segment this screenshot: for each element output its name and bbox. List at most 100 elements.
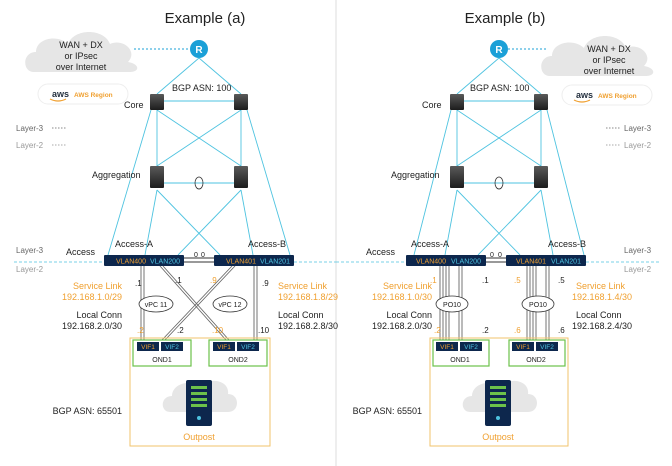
aggregation-label: Aggregation <box>92 170 141 180</box>
router-label: R <box>195 45 203 56</box>
access-b-vlan-1: VLAN401 <box>516 259 546 266</box>
ond2-vif2-label: VIF2 <box>241 344 255 351</box>
agg-switch-left <box>150 166 164 188</box>
ip-top-3: .5 <box>514 276 521 285</box>
aggregation-label: Aggregation <box>391 170 440 180</box>
local-conn-right-title: Local Conn <box>576 310 622 320</box>
ip-bottom-3: .10 <box>212 326 224 335</box>
layer2-top-label: Layer-2 <box>16 141 44 150</box>
layer3-bottom-label: Layer-3 <box>16 246 44 255</box>
agg-switch-right <box>234 166 248 188</box>
server-bar-4 <box>191 404 207 407</box>
access-b-vlan-2: VLAN201 <box>551 259 581 266</box>
outpost-bgp-asn: BGP ASN: 65501 <box>353 406 422 416</box>
ond2-label: OND2 <box>228 357 248 364</box>
ip-bottom-2: .2 <box>177 326 184 335</box>
access-a-vlan-1: VLAN400 <box>416 259 446 266</box>
aws-smile-icon <box>49 98 67 102</box>
access-a-vlan-1: VLAN400 <box>116 259 146 266</box>
access-b-label: Access-B <box>248 239 286 249</box>
bgp-asn-top: BGP ASN: 100 <box>470 83 529 93</box>
access-label: Access <box>66 247 96 257</box>
ond1-label: OND1 <box>450 357 470 364</box>
po10-right-label: PO10 <box>529 302 547 309</box>
core-label: Core <box>124 100 144 110</box>
ond2-vif2-label: VIF2 <box>540 344 554 351</box>
panel-a: Example (a) WAN + DX or IPsec over Inter… <box>14 10 338 447</box>
links <box>413 57 585 256</box>
ond1-label: OND1 <box>152 357 172 364</box>
ip-top-4: .9 <box>262 279 269 288</box>
outpost-server-icon <box>485 380 511 426</box>
service-links <box>140 265 258 341</box>
ond1-vif2-label: VIF2 <box>464 344 478 351</box>
local-conn-right-title: Local Conn <box>278 310 324 320</box>
ip-bottom-1: .2 <box>434 326 441 335</box>
port-id-left: 0 <box>490 252 494 259</box>
wan-cloud-line-3: over Internet <box>56 62 107 72</box>
wan-cloud-line-1: WAN + DX <box>59 40 102 50</box>
local-conn-right-subnet: 192.168.2.8/30 <box>278 321 338 331</box>
access-a-switch <box>104 255 184 266</box>
ond1-vif1-label: VIF1 <box>440 344 454 351</box>
layer3-top-label: Layer-3 <box>624 124 652 133</box>
service-link-left-subnet: 192.168.1.0/29 <box>62 292 122 302</box>
layer2-top-label: Layer-2 <box>624 141 652 150</box>
port-id-right: 0 <box>498 252 502 259</box>
bgp-asn-top: BGP ASN: 100 <box>172 83 231 93</box>
ip-bottom-1: .2 <box>137 326 144 335</box>
layer2-bottom-label: Layer-2 <box>624 265 652 274</box>
access-b-switch <box>214 255 294 266</box>
core-switch-right <box>234 94 248 110</box>
wan-cloud <box>25 32 138 72</box>
ond2-vif1 <box>512 342 534 351</box>
ond2-vif2 <box>237 342 259 351</box>
ond2-vif1-label: VIF1 <box>516 344 530 351</box>
service-link-right-subnet: 192.168.1.8/29 <box>278 292 338 302</box>
ond2-vif1-label: VIF1 <box>217 344 231 351</box>
ond1-vif2 <box>460 342 482 351</box>
aws-logo: aws <box>576 90 593 100</box>
server-bar-3 <box>191 398 207 401</box>
service-link-left-title: Service Link <box>383 281 433 291</box>
port-id-right: 0 <box>201 252 205 259</box>
access-a-switch <box>406 255 486 266</box>
vpc-11-oval <box>138 295 174 313</box>
agg-bundle-oval <box>194 176 204 190</box>
access-a-label: Access-A <box>411 239 449 249</box>
port-id-left: 0 <box>194 252 198 259</box>
server-bar-4 <box>490 404 506 407</box>
aws-region-badge <box>561 84 653 106</box>
layer2-bottom-label: Layer-2 <box>16 265 44 274</box>
agg-switch-right <box>534 166 548 188</box>
layer3-bottom-label: Layer-3 <box>624 246 652 255</box>
ip-top-4: .5 <box>558 276 565 285</box>
vpc-12-label: vPC 12 <box>219 302 242 309</box>
aws-logo: aws <box>52 89 69 99</box>
links <box>107 57 291 256</box>
server-bar-1 <box>191 386 207 389</box>
layer3-top-label: Layer-3 <box>16 124 44 133</box>
server-dot <box>197 416 201 420</box>
po10-left-label: PO10 <box>443 302 461 309</box>
router-label: R <box>495 45 503 56</box>
core-switch-left <box>450 94 464 110</box>
local-conn-right-subnet: 192.168.2.4/30 <box>572 321 632 331</box>
ip-top-1: .1 <box>430 276 437 285</box>
wan-cloud-line-2: or IPsec <box>592 55 626 65</box>
vpc-12-oval <box>212 295 248 313</box>
agg-switch-left <box>450 166 464 188</box>
wan-cloud-line-1: WAN + DX <box>587 44 630 54</box>
server-dot <box>496 416 500 420</box>
access-b-vlan-1: VLAN401 <box>226 259 256 266</box>
vpc-11-label: vPC 11 <box>145 302 168 309</box>
ond1-vif1 <box>436 342 458 351</box>
wan-cloud <box>541 36 654 76</box>
service-link-right-title: Service Link <box>278 281 328 291</box>
ond1-vif2-label: VIF2 <box>165 344 179 351</box>
aws-region-label: AWS Region <box>598 93 637 100</box>
ip-bottom-4: .10 <box>258 326 270 335</box>
ip-top-1: .1 <box>135 279 142 288</box>
server-bar-2 <box>490 392 506 395</box>
